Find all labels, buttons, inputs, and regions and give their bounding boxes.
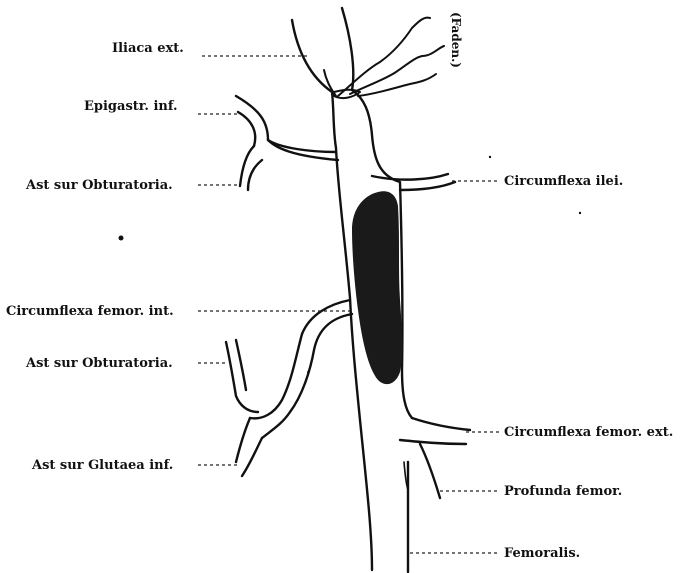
circumflexa-femor-int-vessel-inner (262, 314, 352, 438)
label-ast-obturatoria-lower: Ast sur Obturatoria. (25, 356, 173, 371)
faden-knot (334, 90, 360, 98)
circumflexa-ilei-vessel (372, 174, 455, 190)
label-circumflexa-ilei: Circumflexa ilei. (504, 174, 623, 189)
faden-threads (324, 18, 444, 98)
glutaea-inf-vessel-inner (242, 438, 262, 476)
label-ast-glutaea-inf: Ast sur Glutaea inf. (31, 458, 173, 473)
label-faden: (Faden.) (449, 12, 463, 68)
label-femoralis: Femoralis. (504, 546, 580, 561)
profunda-femor-vessel-right (420, 444, 440, 498)
label-epigastr-inf: Epigastr. inf. (84, 99, 178, 114)
circumflexa-femor-int-vessel (250, 300, 350, 418)
thrombus-mass (352, 191, 402, 384)
label-iliaca-ext: Iliaca ext. (112, 41, 184, 56)
leader-lines (198, 56, 500, 553)
epigastric-inf-vessel-inner (238, 112, 255, 146)
obturatoria-lower-vessel-inner (236, 340, 246, 390)
obturatoria-upper-vessel (240, 146, 254, 186)
obturatoria-lower-vessel (226, 342, 258, 412)
label-profunda-femor: Profunda femor. (504, 484, 622, 499)
label-circumflexa-femor-ext: Circumflexa femor. ext. (504, 425, 673, 440)
glutaea-inf-vessel (236, 418, 250, 462)
label-ast-obturatoria-upper: Ast sur Obturatoria. (25, 178, 173, 193)
vessel-tree (226, 8, 470, 572)
label-circumflexa-femor-int: Circumflexa femor. int. (6, 304, 174, 319)
circumflexa-femor-ext-vessel (400, 418, 470, 444)
